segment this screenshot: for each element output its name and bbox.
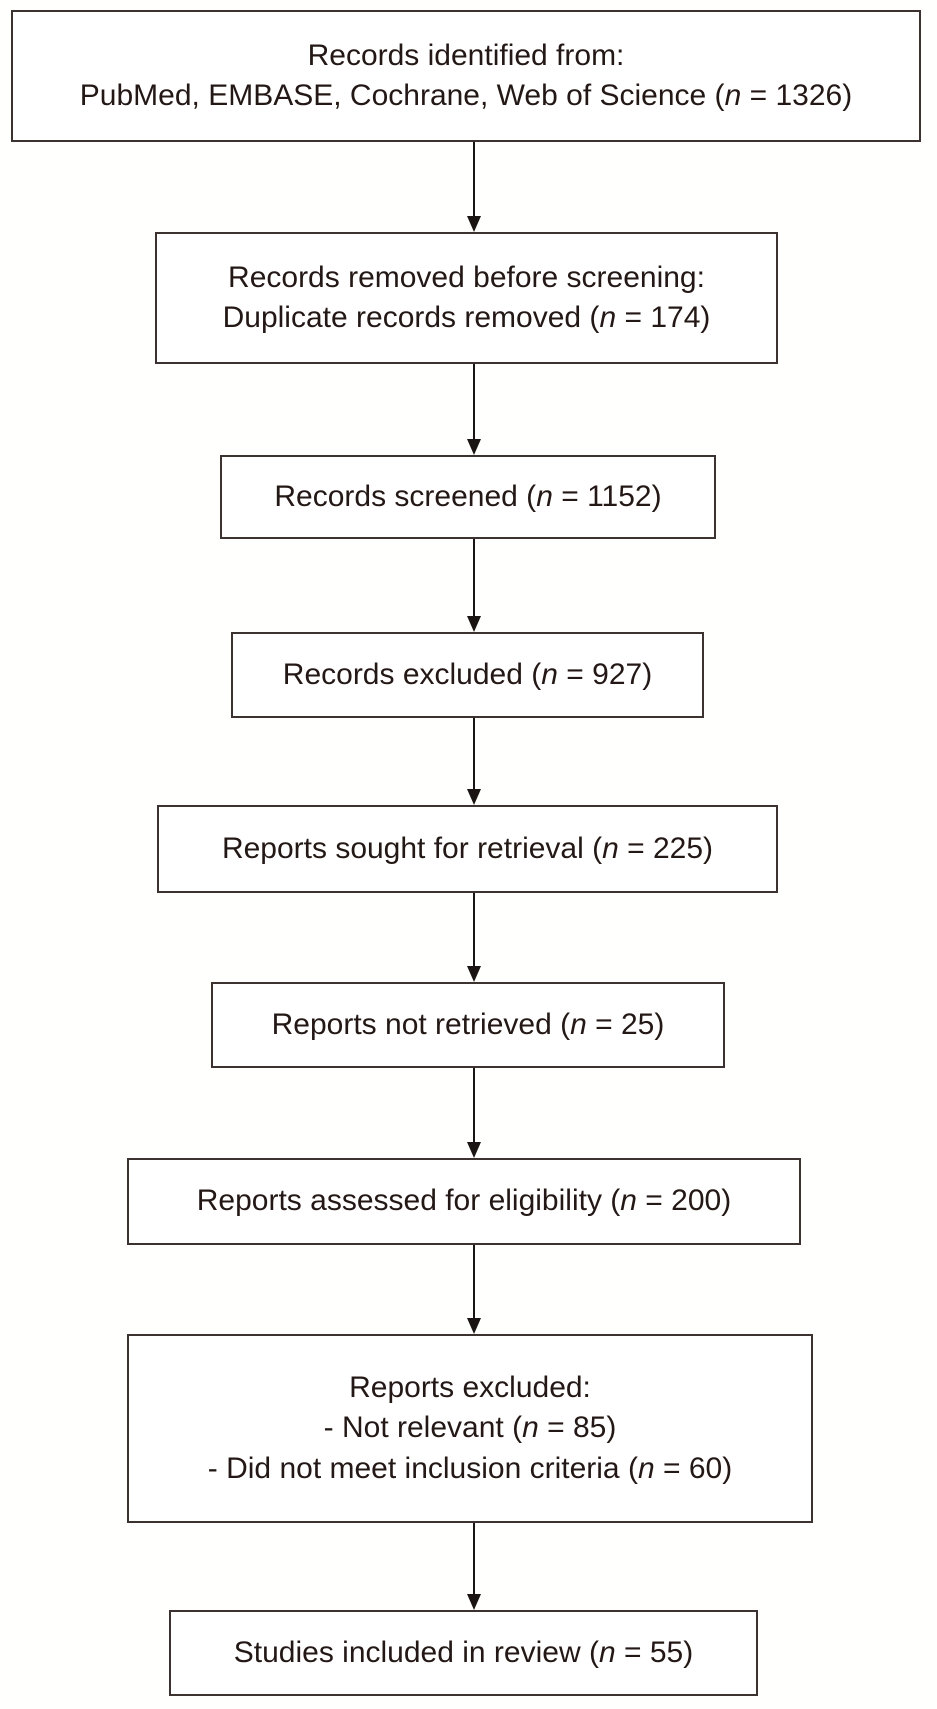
arrow-shaft [473,364,475,439]
arrow-reports-assessed-to-reports-excluded [466,1245,482,1334]
count-value: 200 [671,1184,722,1218]
equals-sign: = [654,1451,689,1485]
node-records-identified: Records identified from: PubMed, EMBASE,… [11,10,921,142]
node-line: Records excluded (n = 927) [283,655,652,695]
arrow-records-excluded-to-reports-sought [466,718,482,805]
arrow-shaft [473,1068,475,1142]
equals-sign: = [618,831,653,865]
line-prefix: Records screened ( [274,479,537,513]
line-prefix: - Did not meet inclusion criteria ( [207,1451,638,1485]
count-value: 174 [650,301,701,334]
arrow-records-identified-to-records-removed [466,142,482,232]
node-studies-included-in-review: Studies included in review (n = 55) [169,1610,758,1696]
n-symbol: n [724,79,742,112]
node-line: Reports not retrieved (n = 25) [272,1005,665,1045]
node-line: - Did not meet inclusion criteria (n = 6… [208,1449,732,1489]
arrow-head-icon [467,789,481,805]
n-symbol: n [570,1007,587,1041]
arrow-shaft [473,142,475,216]
arrow-reports-not-retrieved-to-reports-assessed [466,1068,482,1158]
node-reports-excluded: Reports excluded: - Not relevant (n = 85… [127,1334,813,1523]
line-suffix: ) [642,657,653,691]
node-line: Reports excluded: [349,1371,591,1405]
arrow-head-icon [467,1318,481,1334]
arrow-records-removed-to-records-screened [466,364,482,455]
arrow-head-icon [467,616,481,632]
arrow-records-screened-to-records-excluded [466,539,482,632]
node-records-screened: Records screened (n = 1152) [220,455,716,539]
n-symbol: n [536,479,553,513]
count-value: 225 [652,831,704,865]
line-prefix: Reports not retrieved ( [271,1007,571,1041]
line-suffix: ) [606,1411,617,1445]
line-prefix: Duplicate records removed ( [222,301,600,334]
node-line: Records identified from: [307,38,625,72]
arrow-head-icon [467,1142,481,1158]
arrow-shaft [473,1523,475,1594]
node-reports-not-retrieved: Reports not retrieved (n = 25) [211,982,725,1068]
n-symbol: n [599,301,617,334]
node-line: Records removed before screening: [228,260,705,294]
node-reports-assessed-for-eligibility: Reports assessed for eligibility (n = 20… [127,1158,801,1245]
line-prefix: Reports sought for retrieval ( [221,831,603,865]
arrow-reports-sought-to-reports-not-retrieved [466,893,482,982]
n-symbol: n [522,1411,539,1445]
count-value: 927 [592,657,643,691]
arrow-shaft [473,893,475,966]
line-suffix: ) [842,79,853,112]
count-value: 55 [649,1635,684,1669]
line-suffix: ) [722,1451,733,1485]
arrow-shaft [473,1245,475,1318]
line-prefix: - Not relevant ( [323,1411,523,1445]
node-line: - Not relevant (n = 85) [324,1408,617,1448]
arrow-shaft [473,539,475,616]
arrow-head-icon [467,966,481,982]
equals-sign: = [538,1411,573,1445]
node-line: PubMed, EMBASE, Cochrane, Web of Science… [80,76,852,116]
equals-sign: = [552,479,588,513]
equals-sign: = [557,657,593,691]
arrow-reports-excluded-to-studies-included [466,1523,482,1610]
line-suffix: ) [700,301,711,334]
count-value: 25 [620,1007,655,1041]
node-records-excluded: Records excluded (n = 927) [231,632,704,718]
arrow-shaft [473,718,475,789]
count-value: 1326 [775,79,843,112]
node-line: Duplicate records removed (n = 174) [223,298,711,338]
n-symbol: n [620,1184,637,1218]
arrow-head-icon [467,216,481,232]
line-suffix: ) [703,831,714,865]
node-line: Records screened (n = 1152) [274,477,661,517]
line-prefix: PubMed, EMBASE, Cochrane, Web of Science… [79,79,725,112]
equals-sign: = [586,1007,621,1041]
node-reports-sought-for-retrieval: Reports sought for retrieval (n = 225) [157,805,778,893]
count-value: 85 [572,1411,607,1445]
node-line: Studies included in review (n = 55) [234,1633,693,1673]
arrow-head-icon [467,1594,481,1610]
equals-sign: = [616,301,651,334]
line-prefix: Reports assessed for eligibility ( [196,1184,621,1218]
line-suffix: ) [654,1007,665,1041]
line-prefix: Studies included in review ( [233,1635,599,1669]
n-symbol: n [598,1635,616,1669]
line-suffix: ) [683,1635,694,1669]
equals-sign: = [741,79,776,112]
node-line: Reports assessed for eligibility (n = 20… [197,1181,731,1221]
n-symbol: n [637,1451,655,1485]
line-suffix: ) [651,479,662,513]
line-suffix: ) [721,1184,732,1218]
line-prefix: Records excluded ( [282,657,542,691]
n-symbol: n [541,657,558,691]
equals-sign: = [615,1635,650,1669]
node-records-removed-before-screening: Records removed before screening: Duplic… [155,232,778,364]
node-line: Reports sought for retrieval (n = 225) [222,829,713,869]
equals-sign: = [636,1184,672,1218]
count-value: 1152 [587,479,652,513]
arrow-head-icon [467,439,481,455]
count-value: 60 [688,1451,723,1485]
n-symbol: n [602,831,619,865]
